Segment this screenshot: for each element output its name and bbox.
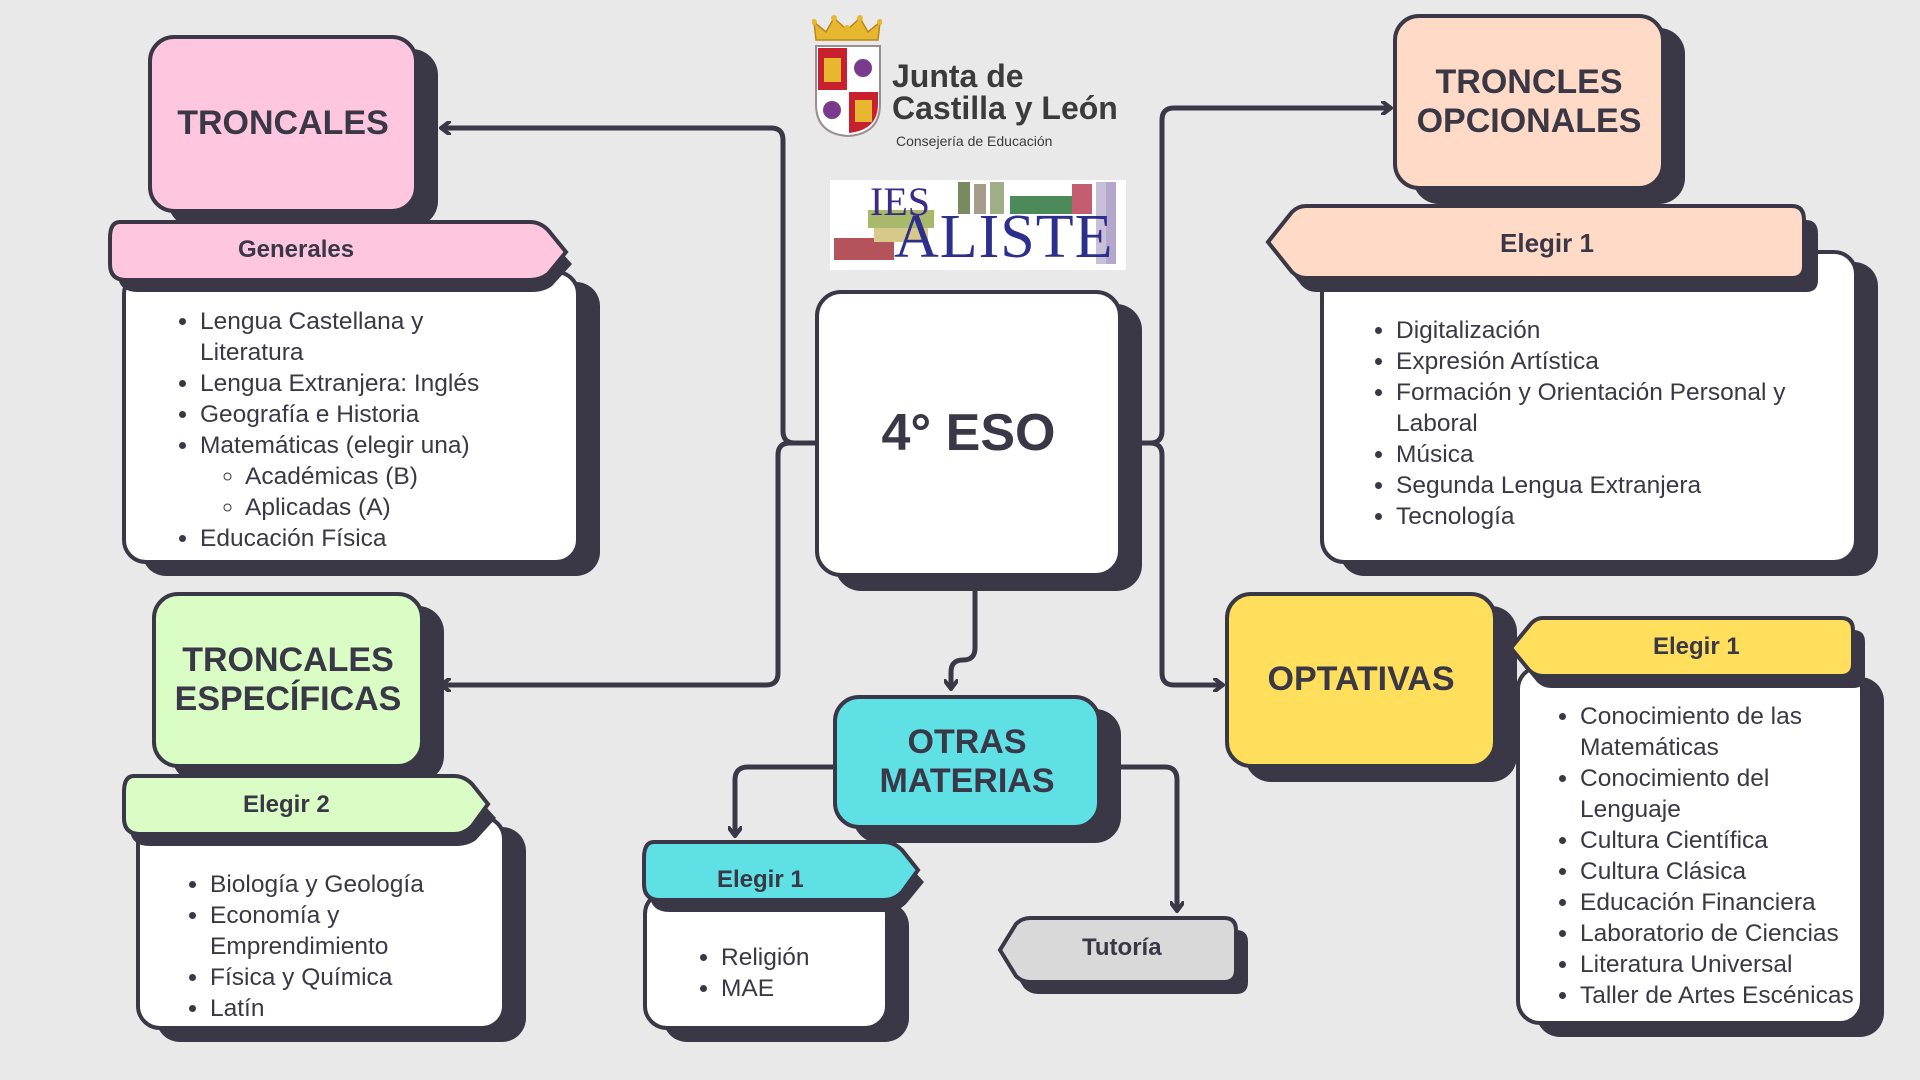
connector-especificas (442, 440, 818, 685)
troncales-title-card: TRONCALES (148, 35, 418, 213)
especificas-list: Biología y Geología Economía yEmprendimi… (184, 869, 502, 1024)
troncales-tag-shape (108, 220, 572, 292)
list-subitem: Académicas (B) (245, 461, 576, 492)
list-item: Tecnología (1396, 501, 1854, 532)
list-item: Segunda Lengua Extranjera (1396, 470, 1854, 501)
list-item: Cultura Científica (1580, 825, 1860, 856)
center-title: 4° ESO (881, 403, 1056, 462)
crown-icon (812, 15, 882, 41)
optativas-tag-label: Elegir 1 (1653, 633, 1740, 660)
especificas-tag-shape (122, 774, 496, 846)
list-item: Literatura Universal (1580, 949, 1860, 980)
opcionales-tag-label: Elegir 1 (1500, 228, 1594, 258)
list-item: Formación y Orientación Personal yLabora… (1396, 377, 1854, 439)
aliste-text: ALISTE (894, 203, 1114, 270)
list-item: Religión (721, 942, 885, 973)
optativas-tag-shape (1508, 616, 1865, 688)
opcionales-list-card: Digitalización Expresión Artística Forma… (1320, 250, 1858, 564)
list-item: Biología y Geología (210, 869, 502, 900)
tutoria-label: Tutoría (1082, 934, 1162, 961)
list-item: Expresión Artística (1396, 346, 1854, 377)
connector-optativas (1134, 440, 1222, 685)
list-item: Lengua Extranjera: Inglés (200, 368, 576, 399)
connector-otras-elegir (735, 764, 838, 835)
opcionales-list: Digitalización Expresión Artística Forma… (1370, 315, 1854, 532)
books-icon (834, 182, 1116, 264)
troncales-title: TRONCALES (177, 104, 389, 143)
junta-name-line1: Junta de (892, 58, 1024, 94)
list-item: Educación Financiera (1580, 887, 1860, 918)
connector-otras (951, 587, 978, 688)
list-item: Música (1396, 439, 1854, 470)
connector-otras-tutoria (1112, 764, 1177, 910)
list-subitem: Aplicadas (A) (245, 492, 576, 523)
list-item: Geografía e Historia (200, 399, 576, 430)
especificas-list-card: Biología y Geología Economía yEmprendimi… (136, 815, 506, 1030)
list-item: Cultura Clásica (1580, 856, 1860, 887)
junta-subtitle: Consejería de Educación (896, 133, 1053, 149)
coat-of-arms-icon (815, 45, 881, 138)
list-item: Laboratorio de Ciencias (1580, 918, 1860, 949)
list-item: MAE (721, 973, 885, 1004)
especificas-tag-label: Elegir 2 (243, 791, 330, 818)
optativas-title-card: OPTATIVAS (1225, 592, 1497, 768)
list-item: Latín (210, 993, 502, 1024)
otras-list: Religión MAE (695, 942, 885, 1004)
list-item: Digitalización (1396, 315, 1854, 346)
list-item: Matemáticas (elegir una) Académicas (B) … (200, 430, 576, 523)
list-item: Educación Física (200, 523, 576, 554)
ies-aliste-logo: IES ALISTE (830, 180, 1126, 270)
otras-tag-label: Elegir 1 (717, 866, 804, 893)
junta-name-line2: Castilla y León (892, 90, 1118, 126)
troncales-tag-label: Generales (238, 236, 355, 263)
center-node: 4° ESO (815, 290, 1122, 577)
optativas-title: OPTATIVAS (1267, 660, 1455, 699)
junta-logo: Junta de Castilla y León Consejería de E… (812, 14, 1132, 154)
tutoria-tag-shape (997, 916, 1248, 994)
ies-text: IES (870, 180, 930, 224)
list-item: Taller de Artes Escénicas (1580, 980, 1860, 1011)
otras-tag-shape (642, 840, 924, 912)
list-item: Física y Química (210, 962, 502, 993)
opcionales-tag-shape (1265, 204, 1818, 292)
